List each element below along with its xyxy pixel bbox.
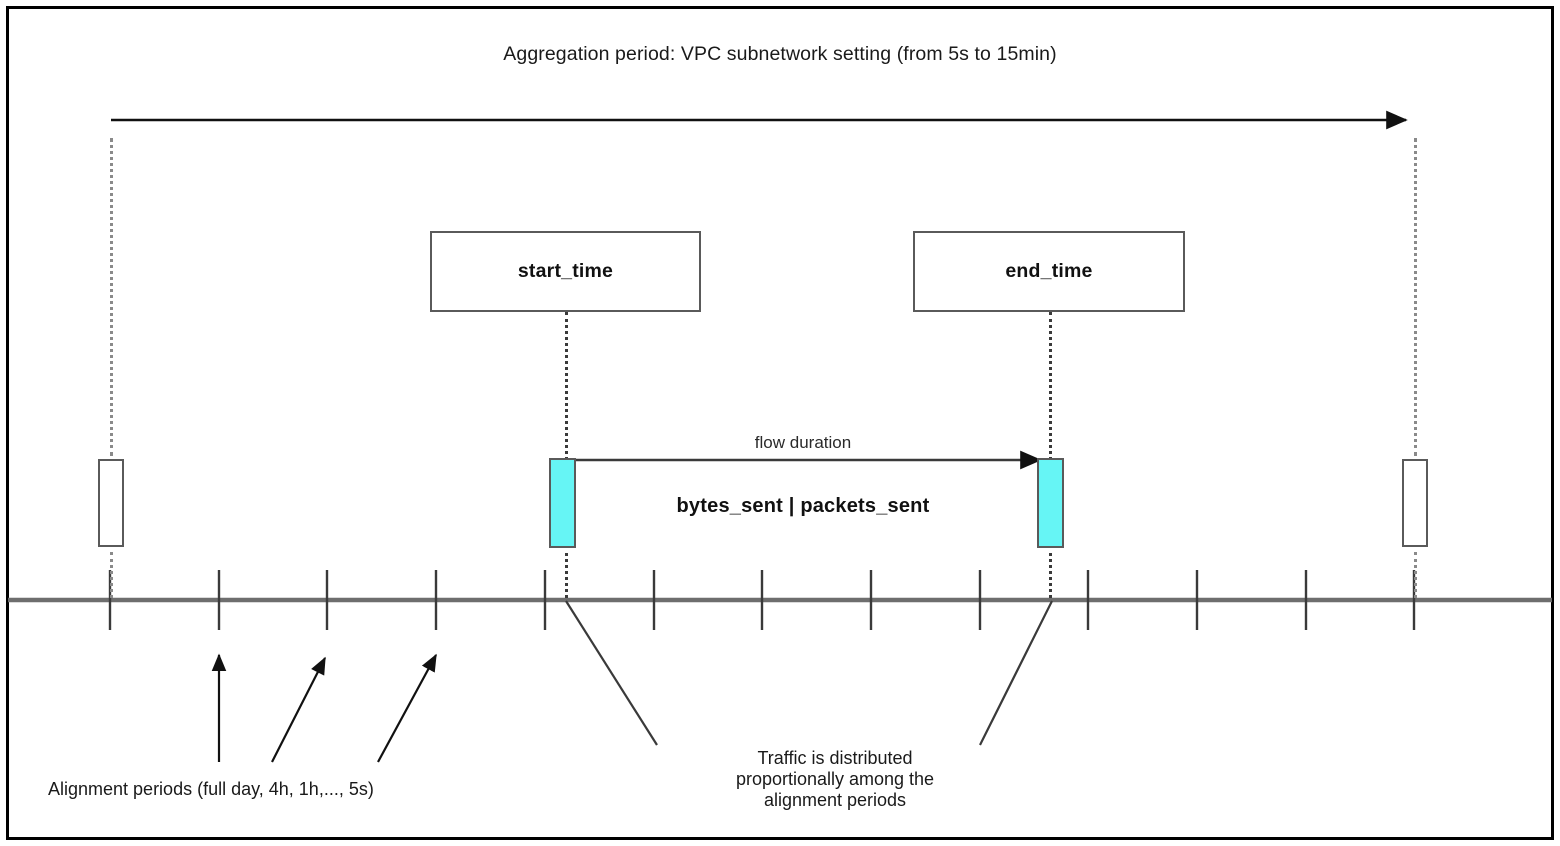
aggregation-start-marker-bar bbox=[98, 459, 124, 547]
distribution-leader-lines bbox=[565, 600, 1053, 746]
distribution-note-line-2: proportionally among the bbox=[735, 769, 935, 789]
start-time-connector-line bbox=[565, 312, 568, 460]
aggregation-end-lower-dotted-line bbox=[1414, 552, 1417, 598]
timeline-ticks bbox=[108, 570, 1416, 630]
flow-end-bar bbox=[1037, 458, 1064, 548]
flow-duration-label: flow duration bbox=[754, 433, 852, 452]
start-time-label: start_time bbox=[517, 260, 614, 282]
distribution-note: Traffic is distributed proportionally am… bbox=[690, 748, 980, 811]
distribution-note-line-1: Traffic is distributed bbox=[757, 748, 913, 768]
flow-start-bar bbox=[549, 458, 576, 548]
flow-end-dotted-to-axis bbox=[1049, 553, 1052, 598]
aggregation-start-lower-dotted-line bbox=[110, 552, 113, 598]
distribution-note-line-3: alignment periods bbox=[763, 790, 907, 810]
aggregation-start-dotted-line bbox=[110, 138, 113, 456]
flow-metrics-label: bytes_sent | packets_sent bbox=[676, 495, 930, 517]
end-time-label: end_time bbox=[1005, 260, 1093, 282]
flow-start-dotted-to-axis bbox=[565, 553, 568, 598]
page-border bbox=[6, 6, 1554, 840]
aggregation-end-marker-bar bbox=[1402, 459, 1428, 547]
alignment-periods-caption: Alignment periods (full day, 4h, 1h,...,… bbox=[48, 779, 374, 799]
alignment-pointer-arrows bbox=[211, 653, 437, 763]
aggregation-end-dotted-line bbox=[1414, 138, 1417, 456]
start-time-box[interactable]: start_time bbox=[430, 231, 701, 312]
aggregation-period-title: Aggregation period: VPC subnetwork setti… bbox=[503, 43, 1057, 65]
end-time-box[interactable]: end_time bbox=[913, 231, 1185, 312]
end-time-connector-line bbox=[1049, 312, 1052, 460]
